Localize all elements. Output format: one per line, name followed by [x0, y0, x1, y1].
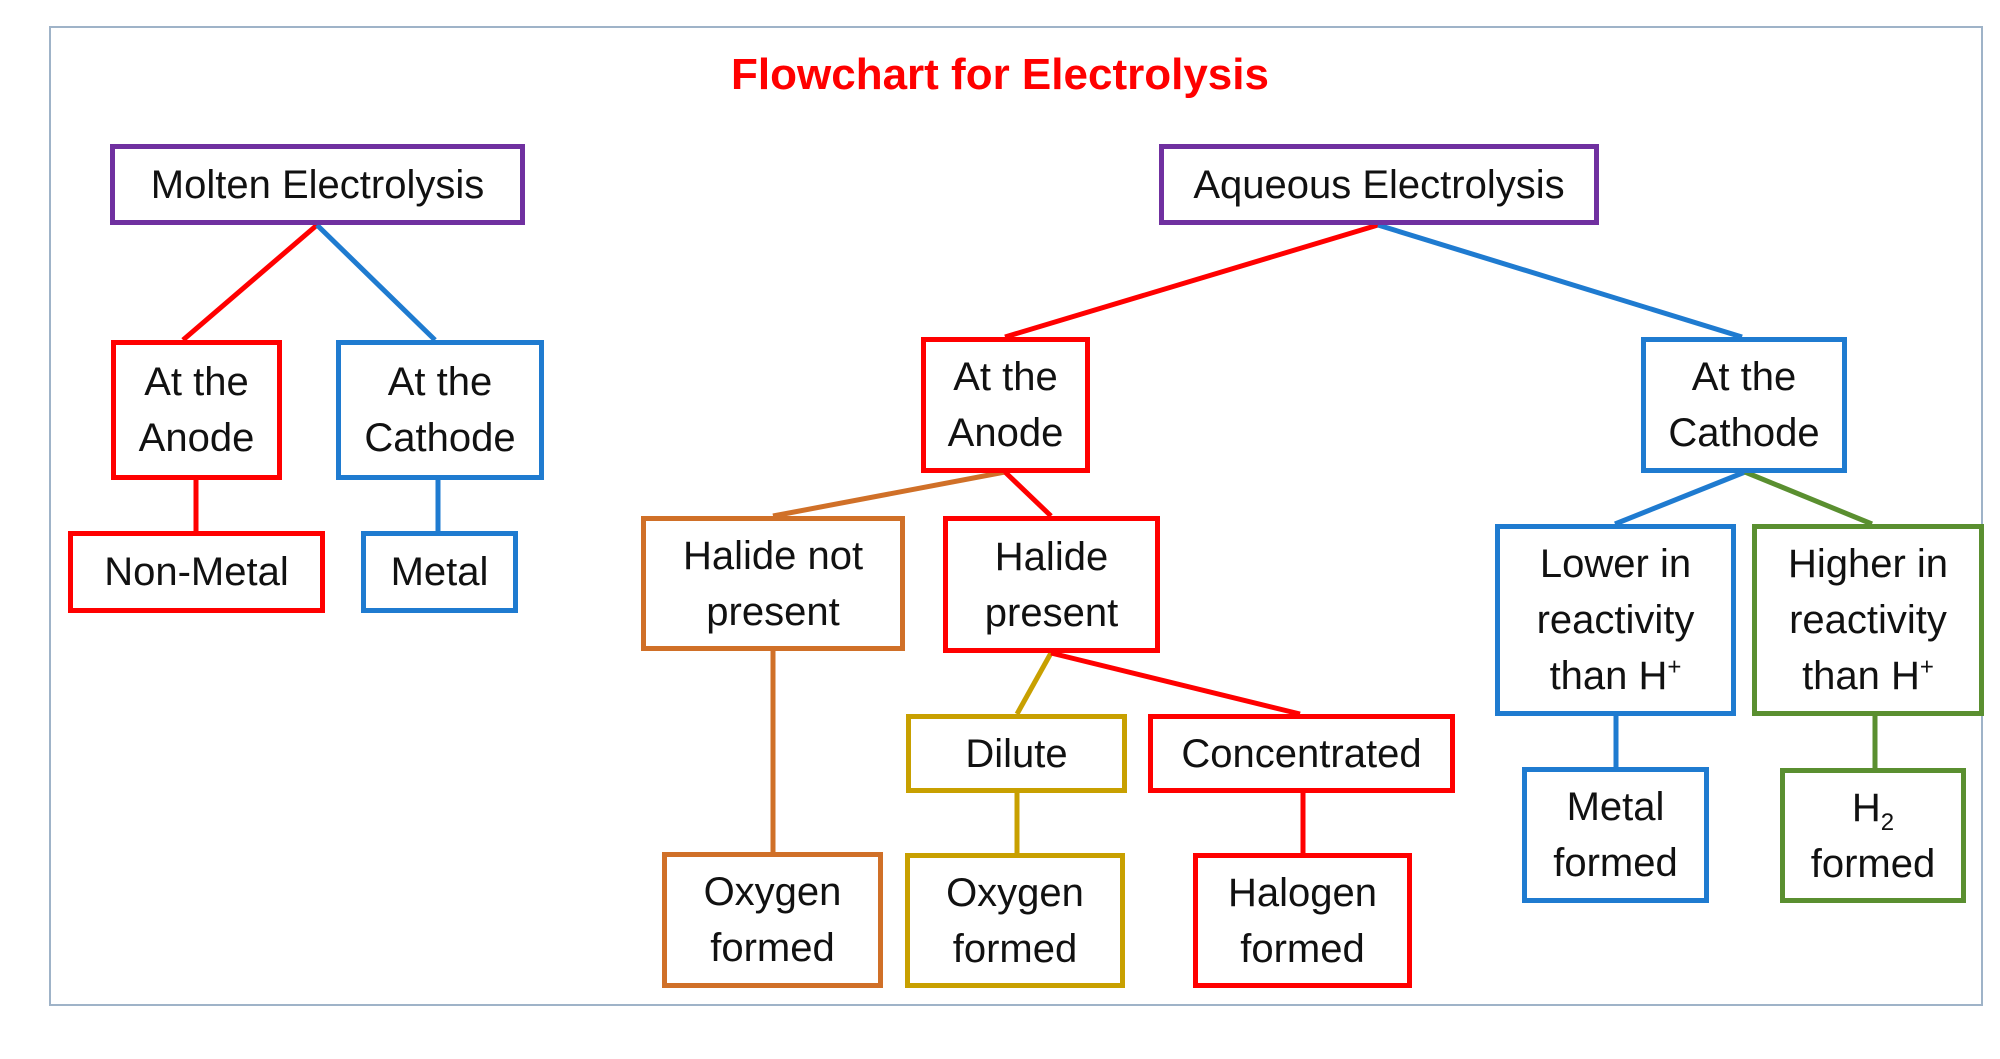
molten-label-line: Molten Electrolysis: [150, 162, 485, 207]
molten_anode-label-line: Anode: [138, 416, 255, 460]
diagram-frame: [49, 26, 1983, 1006]
halide_present-label-line: Halide: [994, 534, 1109, 579]
lower-label-line: than H+: [1549, 653, 1682, 698]
connector-molten-cathode: [315, 223, 437, 342]
dilute-box: Dilute: [906, 714, 1127, 793]
oxygen_1-label-line: formed: [710, 926, 835, 970]
connector-aqueous-cathode: [1377, 222, 1743, 340]
diagram-title: Flowchart for Electrolysis: [731, 50, 1269, 99]
higher-label-line: reactivity: [1789, 598, 1947, 642]
higher-reactivity-box: Higher in reactivity than H+: [1752, 524, 1984, 716]
higher-label-line: than H+: [1802, 653, 1934, 698]
halide_present-label-line: present: [984, 590, 1119, 635]
dilute-label-line: Dilute: [965, 731, 1068, 776]
metal_formed-label-line: Metal: [1566, 785, 1665, 829]
oxygen-formed-box-1: Oxygen formed: [662, 852, 883, 988]
non_metal-label-line: Non-Metal: [104, 550, 289, 594]
molten_cathode-label-line: Cathode: [364, 416, 516, 460]
connector-anode-halide-present: [1003, 470, 1053, 518]
higher-label-line: Higher in: [1787, 542, 1949, 586]
molten_anode-label-line: At the: [144, 360, 249, 404]
aqueous-label-line: Aqueous Electrolysis: [1193, 162, 1565, 207]
connector-halide-dilute: [1014, 651, 1054, 716]
halide_not-label-line: present: [706, 589, 840, 634]
oxygen_2-label-line: Oxygen: [946, 870, 1084, 915]
h2_formed-formula: H2: [1851, 785, 1895, 836]
lower-reactivity-box: Lower in reactivity than H+: [1495, 524, 1736, 716]
aq_anode-label-line: At the: [953, 355, 1058, 399]
metal_formed-label-line: formed: [1553, 841, 1678, 885]
aq_anode-label-line: Anode: [947, 411, 1064, 455]
lower-label-line: reactivity: [1536, 598, 1695, 642]
oxygen-formed-box-2: Oxygen formed: [905, 853, 1125, 988]
aq_cathode-label-line: Cathode: [1668, 411, 1820, 455]
oxygen_2-label-line: formed: [952, 926, 1078, 971]
molten-electrolysis-box: Molten Electrolysis: [110, 144, 525, 225]
concentrated-box: Concentrated: [1148, 714, 1455, 793]
halide-present-box: Halide present: [943, 516, 1160, 653]
halogen-label-line: formed: [1240, 926, 1365, 971]
halide-not-present-box: Halide not present: [641, 516, 905, 651]
h2-formed-box: H2 formed: [1780, 768, 1966, 903]
h2_formed-label-line: formed: [1810, 841, 1936, 886]
connector-molten-anode: [181, 223, 319, 342]
aqueous-electrolysis-box: Aqueous Electrolysis: [1159, 144, 1599, 225]
concentrated-label-line: Concentrated: [1181, 731, 1422, 776]
connector-halide-concentrated: [1050, 650, 1301, 717]
halide_not-label-line: Halide not: [682, 533, 864, 578]
halogen-formed-box: Halogen formed: [1193, 853, 1412, 988]
non-metal-box: Non-Metal: [68, 531, 325, 613]
oxygen_1-label-line: Oxygen: [703, 870, 842, 914]
lower-label-line: Lower in: [1539, 542, 1692, 586]
molten_cathode-label-line: At the: [387, 360, 493, 404]
metal-label-line: Metal: [390, 550, 489, 594]
connector-aqueous-anode: [1004, 222, 1379, 340]
connector-cathode-lower: [1614, 469, 1746, 527]
metal-box: Metal: [361, 531, 518, 613]
aq_cathode-label-line: At the: [1691, 355, 1797, 399]
metal-formed-box: Metal formed: [1522, 767, 1709, 903]
connector-cathode-higher: [1744, 469, 1873, 527]
halogen-label-line: Halogen: [1227, 870, 1377, 915]
connector-anode-halide-not: [772, 469, 1006, 519]
